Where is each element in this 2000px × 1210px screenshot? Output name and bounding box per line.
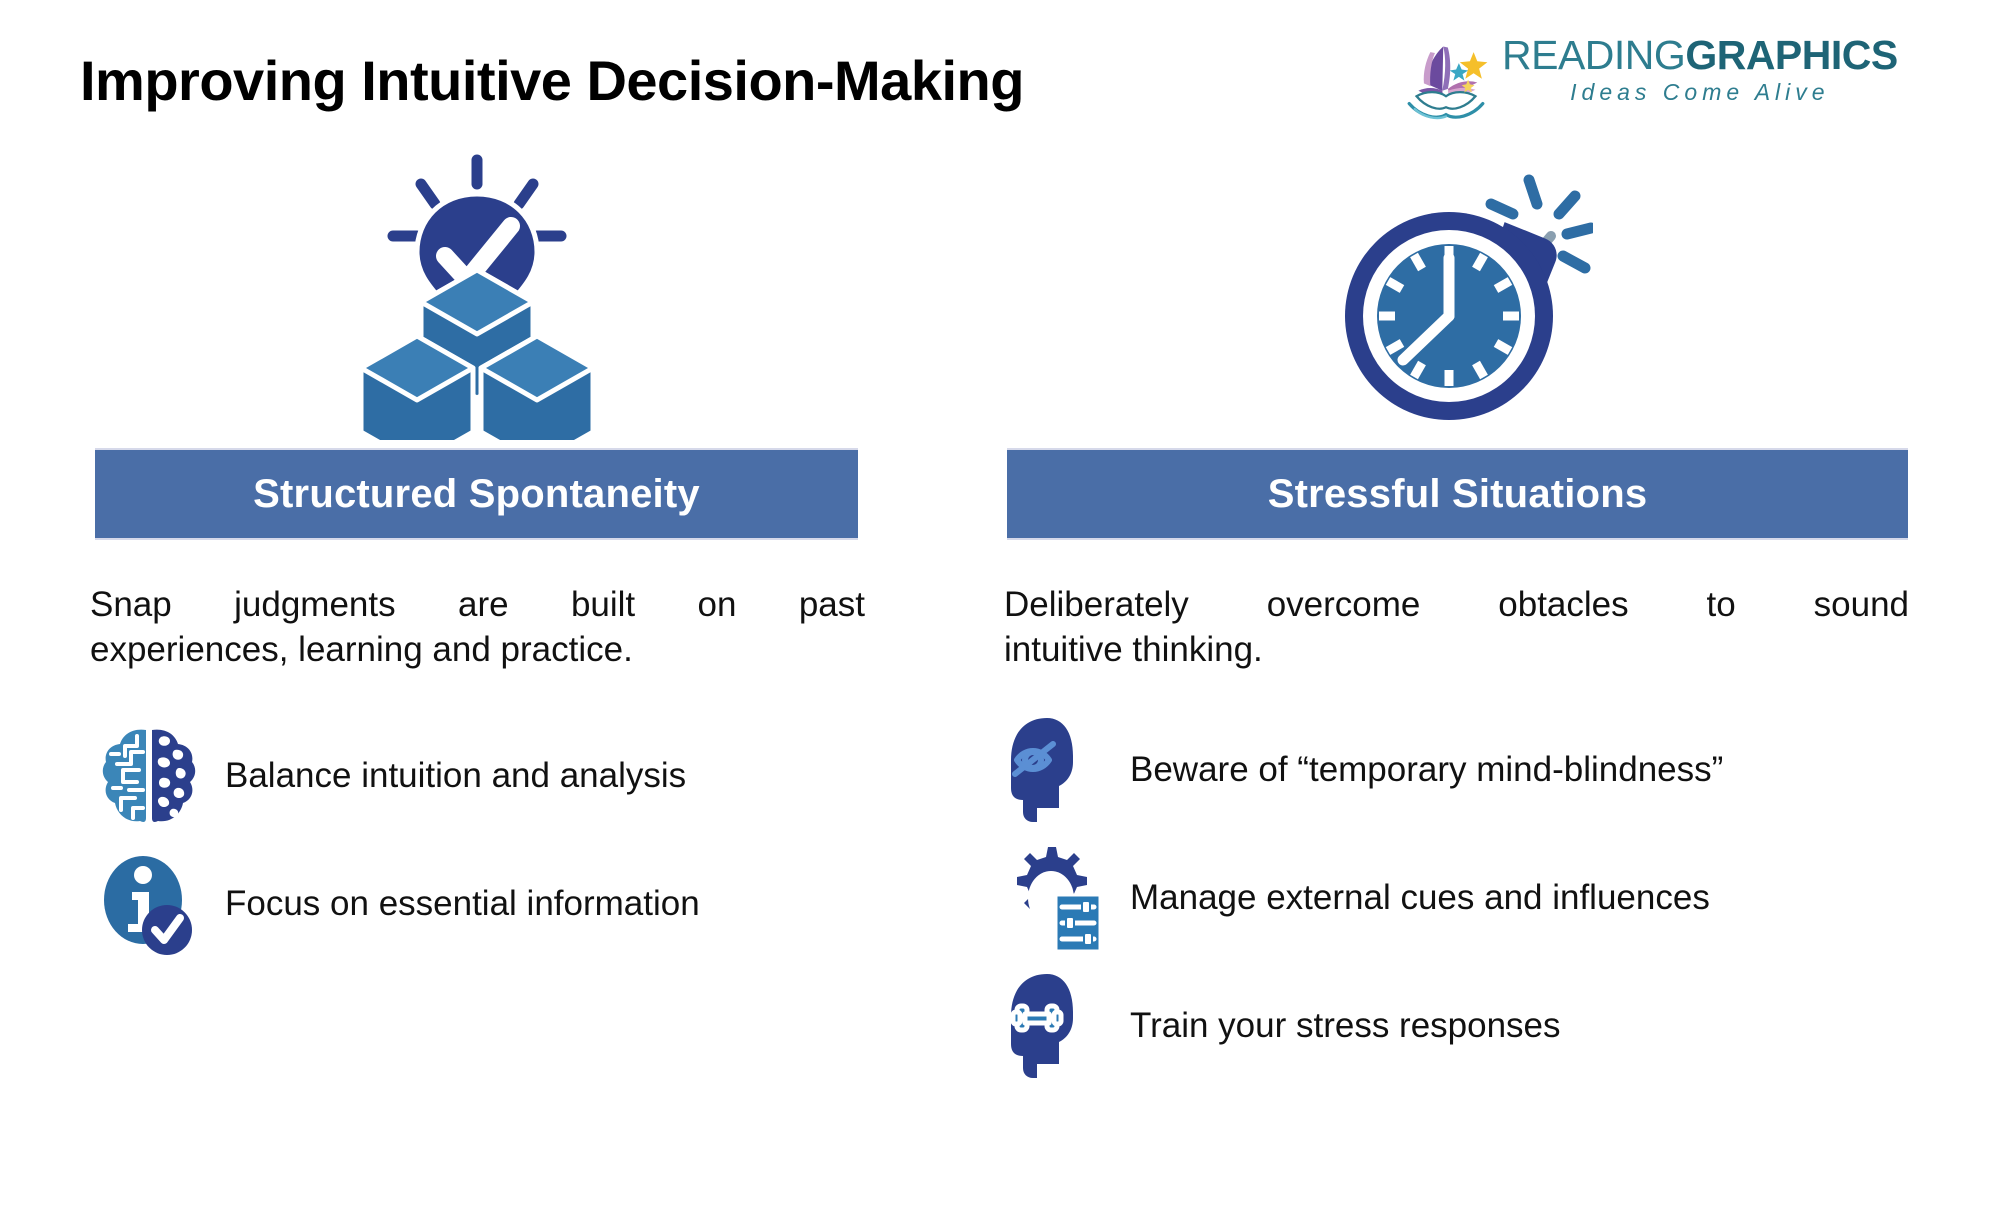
list-item: Balance intuition and analysis [95,712,865,840]
split-brain-icon [95,722,203,830]
list-item-label: Beware of “temporary mind-blindness” [1130,750,1724,789]
section-header-stressful-situations: Stressful Situations [1007,448,1908,540]
list-item-label: Balance intuition and analysis [225,756,687,795]
info-check-icon [95,850,203,958]
brand-wordmark-light: READING [1502,32,1686,78]
intro-line-2: experiences, learning and practice. [90,629,633,669]
hero-icon-stressful-situations [1007,150,1908,440]
intro-paragraph-left: Snap judgments are built on past experie… [90,583,865,673]
hero-icon-structured-spontaneity [95,150,858,440]
gear-sliders-icon [1000,844,1108,952]
lightbulb-check-on-cubes-icon [358,154,595,440]
section-title: Stressful Situations [1267,471,1648,516]
intro-line-1: Snap judgments are built on past [90,585,865,624]
list-item: Train your stress responses [1000,962,1910,1090]
head-dumbbell-icon [1000,972,1108,1080]
brand-wordmark-bold: GRAPHICS [1685,32,1898,78]
bullet-list-structured-spontaneity: Balance intuition and analysis Focus on … [95,712,865,968]
list-item-label: Manage external cues and influences [1130,878,1710,917]
brand-tagline: Ideas Come Alive [1570,79,1830,106]
list-item: Beware of “temporary mind-blindness” [1000,706,1910,834]
intro-line-2: intuitive thinking. [1004,629,1263,669]
list-item-label: Focus on essential information [225,884,700,923]
open-book-with-stars-icon [1407,46,1488,120]
page-title: Improving Intuitive Decision-Making [80,49,1024,112]
bullet-list-stressful-situations: Beware of “temporary mind-blindness” [1000,706,1910,1090]
brand-wordmark: READINGGRAPHICS [1502,32,1898,78]
brand-text-block: READINGGRAPHICS Ideas Come Alive [1502,28,1898,106]
section-header-structured-spontaneity: Structured Spontaneity [95,448,858,540]
list-item: Manage external cues and influences [1000,834,1910,962]
list-item: Focus on essential information [95,840,865,968]
time-bomb-clock-icon [1344,174,1593,420]
head-blocked-eye-icon [1000,716,1108,824]
intro-paragraph-right: Deliberately overcome obtacles to sound … [1004,583,1909,673]
section-title: Structured Spontaneity [253,471,700,516]
brand-logo: READINGGRAPHICS Ideas Come Alive [1400,28,1920,128]
intro-line-1: Deliberately overcome obtacles to sound [1004,585,1909,624]
list-item-label: Train your stress responses [1130,1006,1561,1045]
